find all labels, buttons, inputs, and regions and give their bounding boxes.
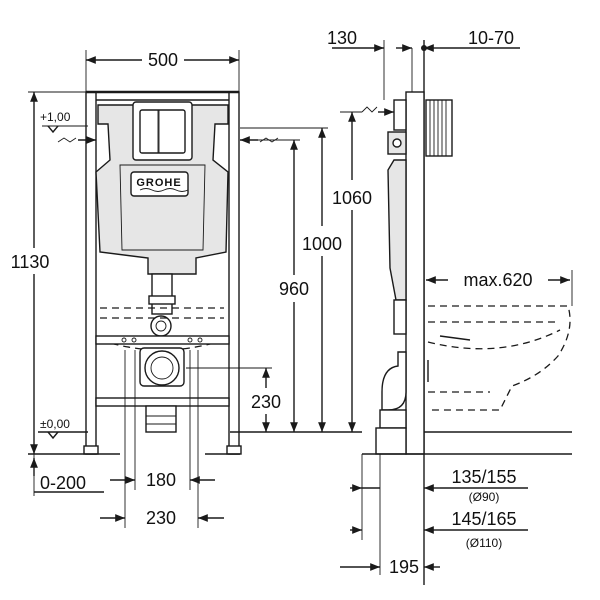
dim-height-230: 230 — [251, 392, 281, 412]
dim-height-total: 1130 — [11, 252, 50, 272]
frame-left-post — [85, 91, 97, 455]
dim-b-sub: (Ø110) — [466, 536, 502, 550]
dim-offset-range: 0-200 — [40, 473, 86, 493]
level-bottom: ±0,00 — [40, 417, 70, 431]
front-view: GROHE — [28, 90, 362, 528]
dim-1060: 1060 — [332, 188, 372, 208]
dim-b: 145/165 — [451, 509, 516, 529]
level-top: +1,00 — [40, 110, 71, 124]
waste-outlet — [144, 350, 180, 386]
dim-1000: 1000 — [302, 234, 342, 254]
side-dimensions: 130 10-70 max.620 135/155 (Ø90) 145/165 … — [327, 28, 573, 577]
logo-text: GROHE — [136, 177, 181, 189]
frame-right-post — [228, 91, 240, 455]
dim-spacing-180: 180 — [146, 470, 176, 490]
logo-box — [130, 171, 189, 197]
toilet-bowl-outline — [428, 305, 571, 411]
dim-a: 135/155 — [451, 467, 516, 487]
dim-width: 500 — [148, 50, 178, 70]
dim-depth-130: 130 — [327, 28, 357, 48]
dim-projection: max.620 — [463, 270, 532, 290]
dim-spacing-230: 230 — [146, 508, 176, 528]
dim-960: 960 — [279, 279, 309, 299]
outlet-elbow — [381, 351, 407, 411]
side-view — [361, 40, 572, 585]
dim-a-sub: (Ø90) — [469, 490, 500, 504]
dim-195: 195 — [389, 557, 419, 577]
dim-adjust-range: 10-70 — [468, 28, 514, 48]
front-dimensions: 500 1130 +1,00 ±0,00 960 1000 1060 230 — [11, 50, 372, 528]
